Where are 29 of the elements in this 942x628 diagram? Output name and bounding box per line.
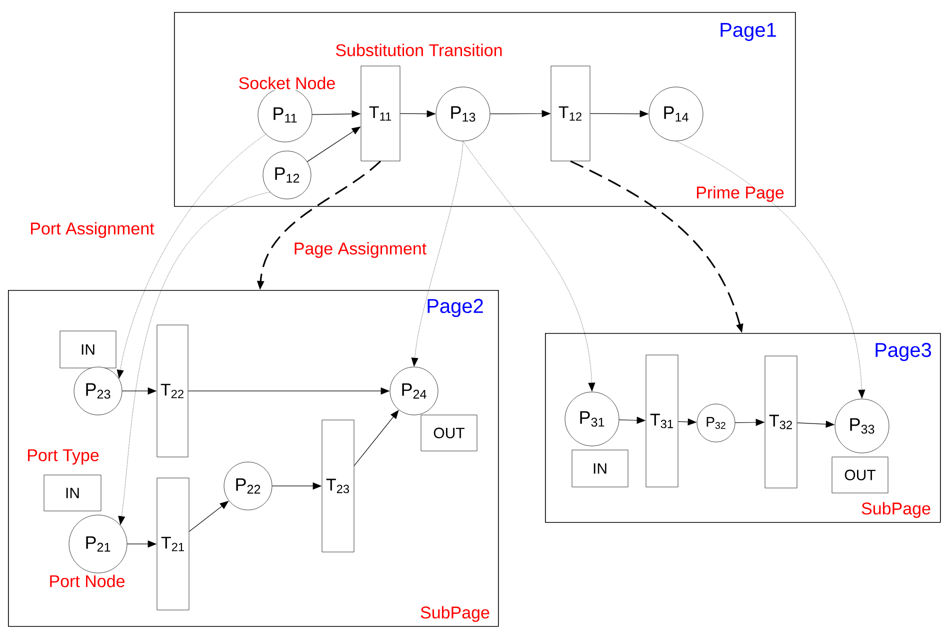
port-type-box: IN [44,474,102,512]
port-type-box: OUT [832,456,888,494]
annotation-label: Socket Node [237,76,337,90]
page-title: Page3 [873,342,933,362]
port-type-box: IN [572,450,628,488]
port-type-box: OUT [420,414,478,452]
assignment-curve [462,140,596,392]
transition-box: T$_{11}$ [360,66,400,162]
page-title: Page1 [718,22,778,42]
page-type-label: Prime Page [694,185,786,203]
page-title: Page2 [425,298,485,318]
transition-box: T$_{31}$ [646,354,678,488]
port-type-box: IN [60,330,116,368]
transition-box: T$_{22}$ [156,324,188,458]
assignment-curve [411,140,464,366]
annotation-label: Port Type [26,448,100,466]
transition-box: T$_{32}$ [764,356,798,488]
assignment-curve [116,134,266,378]
assignment-curve [118,192,270,525]
annotation-label: Port Assignment [28,221,156,239]
assignment-curve [676,140,866,398]
annotation-label: Page Assignment [292,241,428,259]
transition-box: T$_{21}$ [156,478,190,610]
transition-box: T$_{23}$ [322,420,354,552]
annotation-label: Port Node [48,574,126,588]
page-type-label: SubPage [419,605,491,623]
annotation-label: Substitution Transition [334,42,504,58]
page-type-label: SubPage [860,501,932,519]
transition-box: T$_{12}$ [550,66,590,162]
